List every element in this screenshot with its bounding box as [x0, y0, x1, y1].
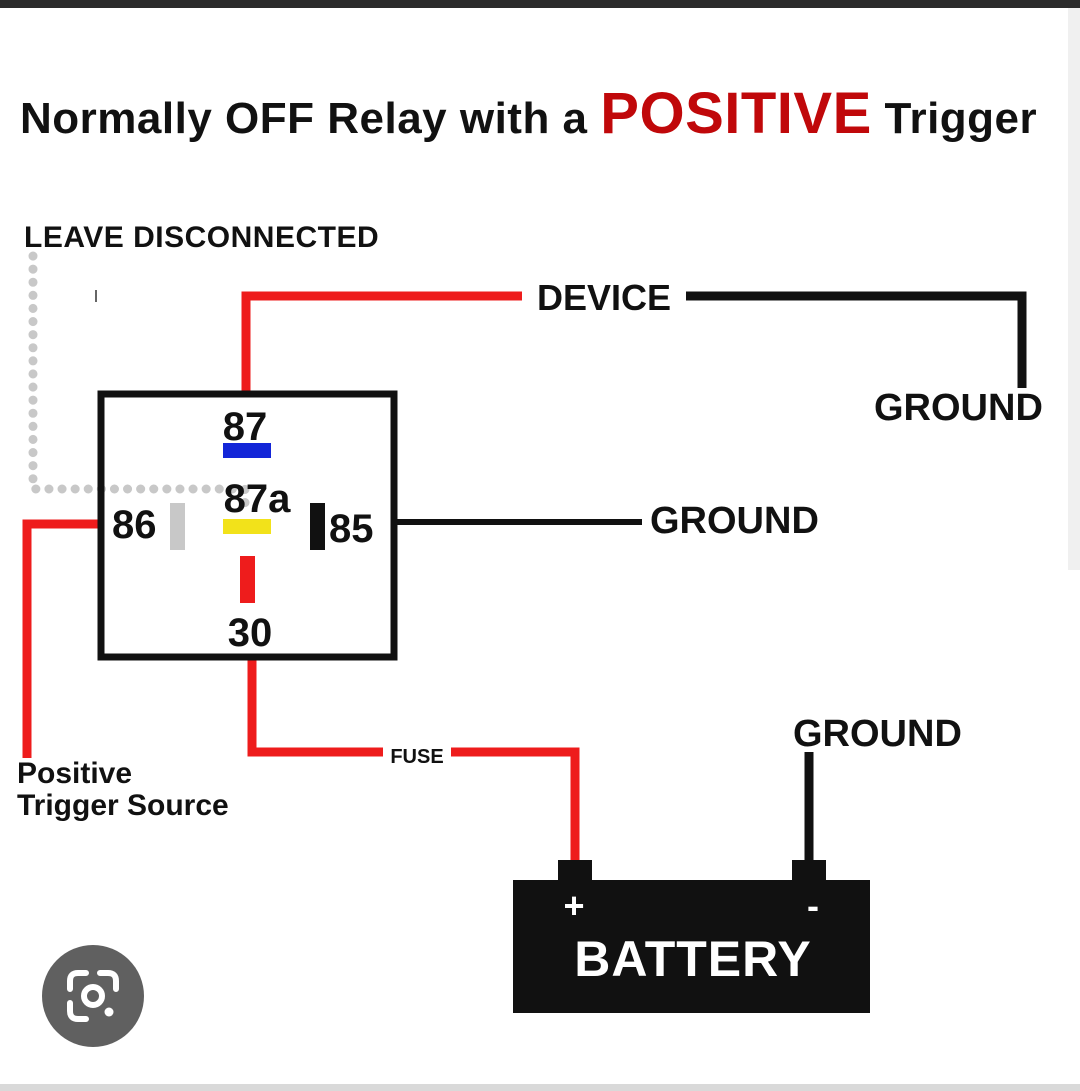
disconnected-wire — [28, 251, 250, 517]
bottom-border — [0, 1084, 1080, 1091]
wire-86-trigger — [22, 519, 99, 758]
google-lens-icon — [67, 970, 119, 1022]
pin-85-marker — [310, 503, 325, 550]
pin-87a-marker — [223, 519, 271, 534]
pin-87-marker — [223, 443, 271, 458]
wire-device-to-ground — [686, 291, 1027, 388]
positive-label: Positive — [17, 757, 133, 790]
device-label: DEVICE — [537, 277, 671, 318]
battery-plus-sign: + — [563, 885, 584, 926]
diagram-title: Normally OFF Relay with a POSITIVE Trigg… — [20, 80, 1037, 147]
ground-device-label: GROUND — [874, 387, 1043, 429]
battery-minus-sign: - — [807, 885, 819, 926]
pin-30-marker — [240, 556, 255, 603]
pin-87-label: 87 — [223, 405, 268, 449]
pin-85-label: 85 — [329, 507, 374, 551]
google-lens-button[interactable] — [42, 945, 144, 1047]
top-status-bar — [0, 0, 1080, 8]
relay-box — [97, 390, 398, 661]
wire-87-to-device — [241, 291, 522, 392]
wire-30-to-fuse — [247, 658, 383, 757]
battery-label: BATTERY — [574, 931, 812, 987]
pin-87a-label: 87a — [224, 477, 291, 521]
wire-fuse-to-battery — [451, 747, 580, 862]
pin-86-label: 86 — [112, 503, 157, 547]
title-highlight: POSITIVE — [600, 81, 872, 146]
title-suffix: Trigger — [871, 94, 1038, 143]
ground-85-label: GROUND — [650, 500, 819, 542]
pin-30-label: 30 — [228, 611, 273, 655]
trigger-source-label: Trigger Source — [17, 789, 229, 822]
ground-battery-label: GROUND — [793, 713, 962, 755]
leave-disconnected-label: LEAVE DISCONNECTED — [24, 221, 380, 254]
title-prefix: Normally OFF Relay with a — [20, 94, 601, 143]
battery-body — [513, 880, 870, 1013]
fuse-label: FUSE — [390, 746, 443, 768]
right-scroll-strip — [1068, 8, 1080, 570]
pin-86-marker — [170, 503, 185, 550]
